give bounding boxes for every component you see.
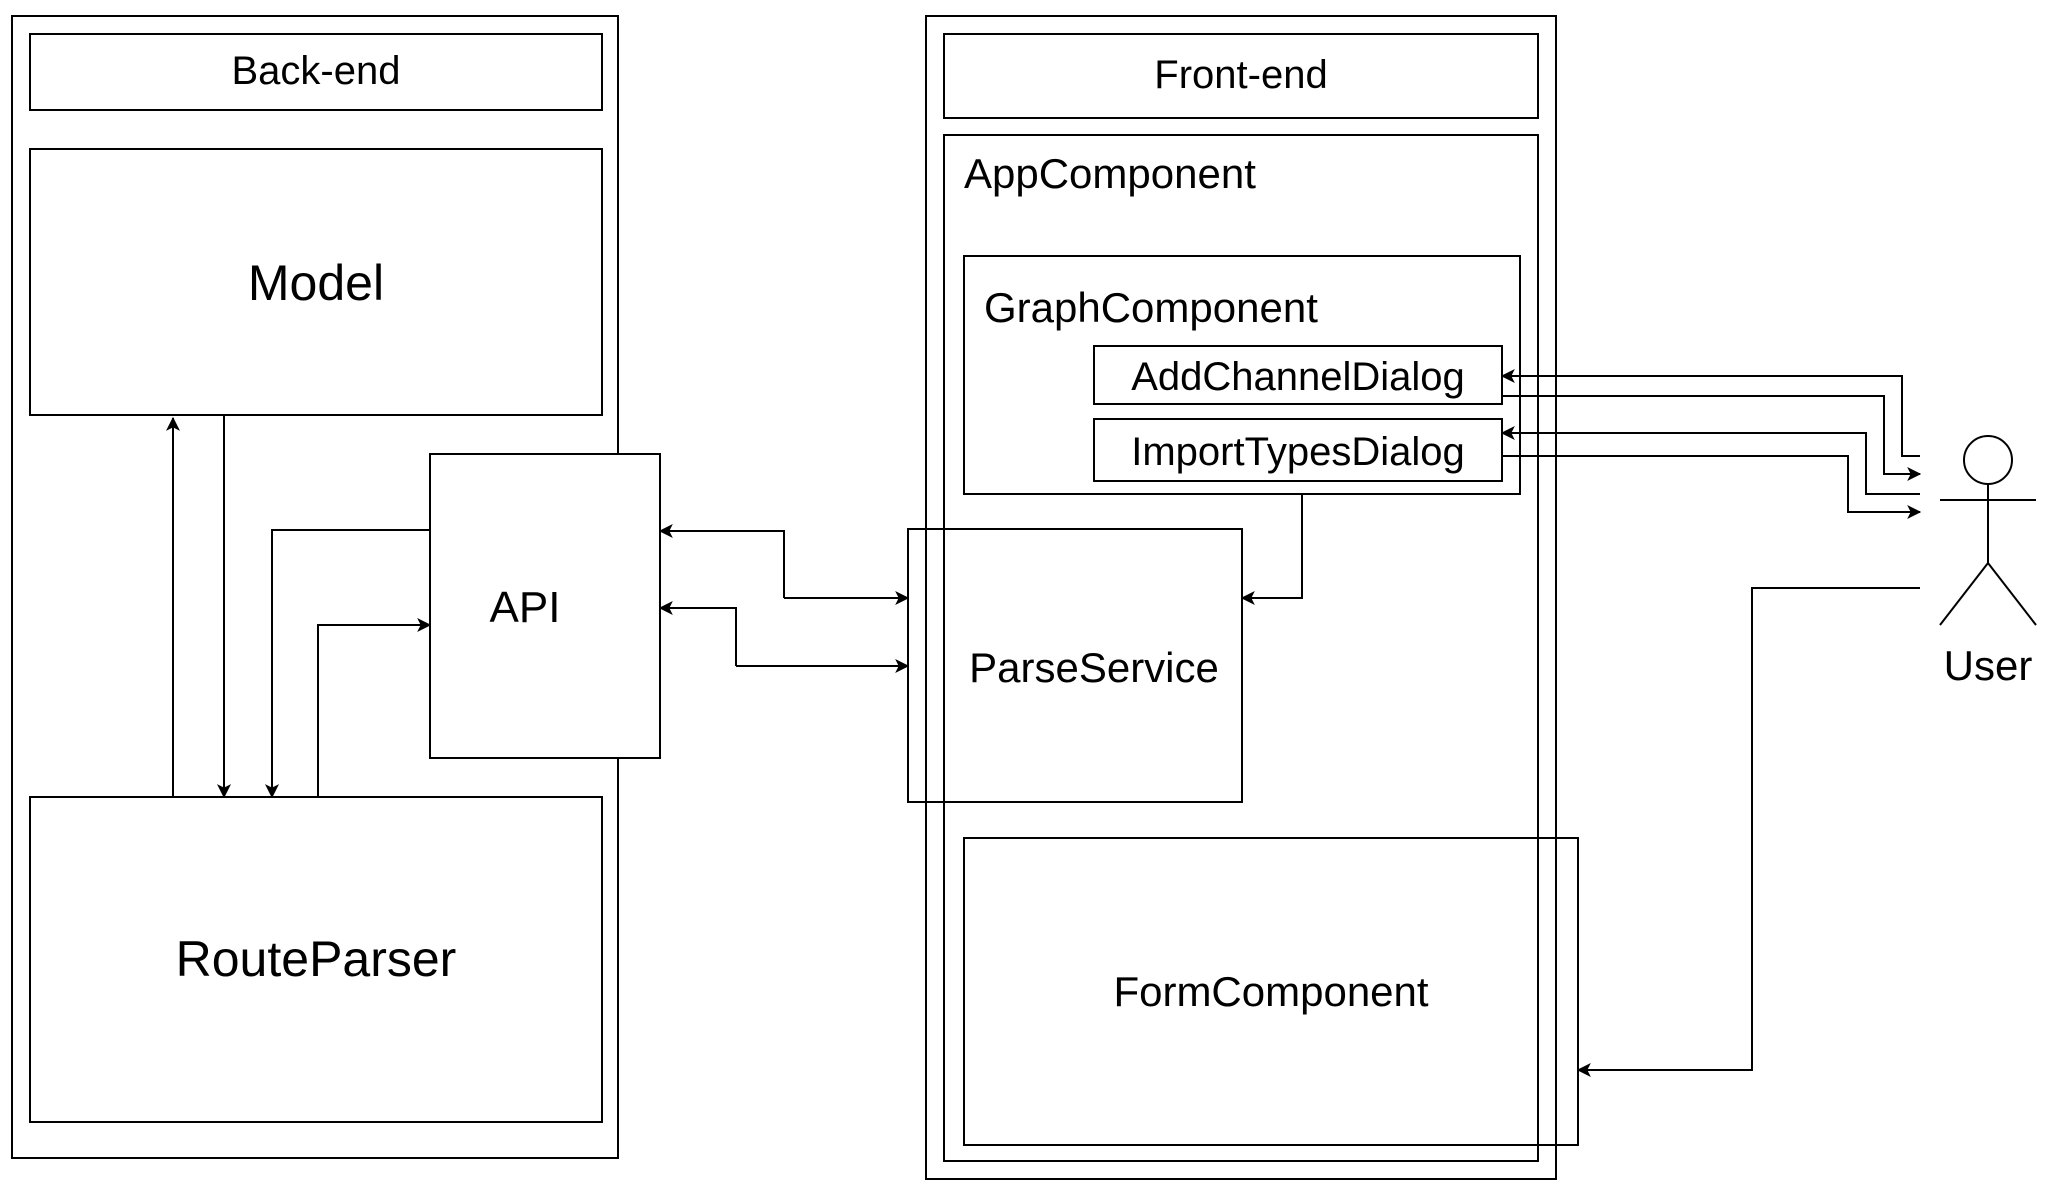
api-box [429, 453, 661, 759]
formcomponent-label: FormComponent [1113, 968, 1428, 1015]
addchanneldialog-label: AddChannelDialog [1131, 355, 1465, 399]
parseservice-label: ParseService [969, 644, 1219, 691]
user-actor-head [1963, 435, 2013, 485]
frontend-title: Front-end [1154, 53, 1327, 97]
graphcomponent-label: GraphComponent [984, 284, 1318, 331]
edge-user-to-formcomponent [1576, 587, 1920, 1077]
model-box [29, 148, 603, 416]
edge-parseservice-to-api-lower [658, 601, 737, 666]
user-actor: User [1939, 435, 2037, 689]
importtypesdialog-label: ImportTypesDialog [1131, 430, 1464, 474]
model-label: Model [248, 255, 384, 311]
api-label: API [490, 583, 561, 632]
edge-user-to-importtypesdialog [1500, 426, 1920, 495]
frontend-container: Front-end AppComponent GraphComponent Ad… [907, 15, 1579, 1180]
frontend-title-box [943, 33, 1539, 119]
edge-importtypesdialog-to-user [1502, 455, 1922, 519]
backend-title-box [29, 33, 603, 111]
routeparser-label: RouteParser [176, 931, 457, 987]
edge-routeparser-to-api [317, 618, 432, 797]
appcomponent-box [943, 134, 1539, 1162]
frontend-frame [925, 15, 1557, 1180]
routeparser-box [29, 796, 603, 1123]
addchanneldialog-box [1093, 345, 1503, 405]
appcomponent-label: AppComponent [964, 150, 1256, 197]
edge-user-to-addchanneldialog [1500, 369, 1920, 457]
formcomponent-box [963, 837, 1579, 1146]
backend-title: Back-end [232, 49, 401, 93]
user-actor-right-leg [1987, 562, 2037, 626]
importtypesdialog-box [1093, 418, 1503, 482]
api-node: API [429, 453, 661, 759]
edge-parseservice-to-api-upper [658, 524, 785, 598]
user-actor-left-leg [1939, 562, 1989, 626]
edge-graphcomponent-to-parseservice [1240, 494, 1303, 605]
user-actor-label: User [1944, 642, 2033, 689]
edge-api-to-routeparser [265, 529, 430, 799]
connectors [166, 369, 1922, 1077]
edge-addchanneldialog-to-user [1502, 395, 1922, 481]
